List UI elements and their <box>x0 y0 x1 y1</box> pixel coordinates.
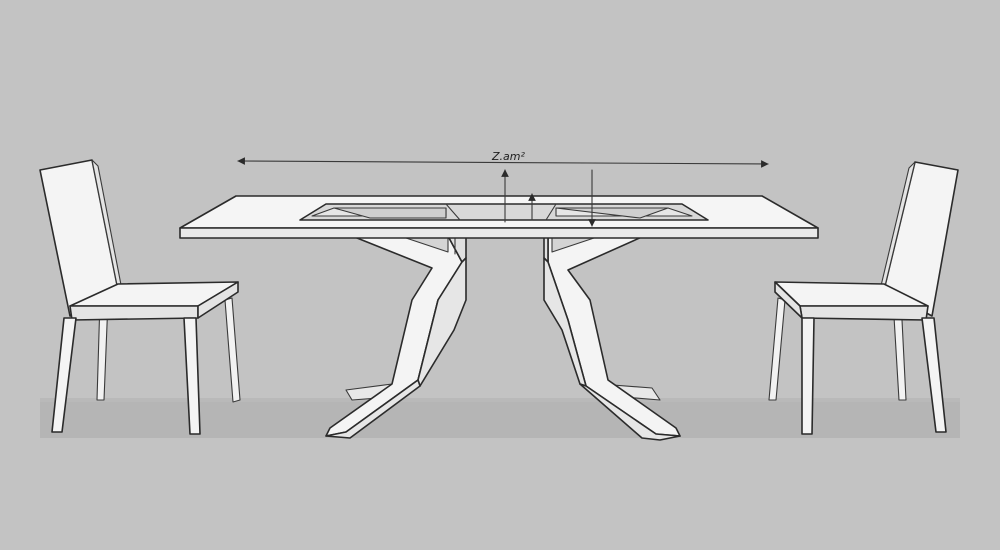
glass-left-bevel <box>333 207 447 219</box>
glass-insert <box>299 203 709 221</box>
right-chair <box>768 161 959 435</box>
left-chair-front-left-leg <box>51 317 77 433</box>
right-chair-front-right-leg <box>921 317 947 433</box>
right-foot-side <box>579 383 681 441</box>
glass-right-bevel <box>555 207 669 219</box>
table-top-front-edge <box>179 227 819 239</box>
right-chair-front-left-leg <box>801 317 815 435</box>
left-leg-side <box>417 257 467 387</box>
left-pedestal <box>325 235 467 439</box>
floor-shadow <box>40 398 960 438</box>
left-chair-rear-right-leg <box>224 297 241 403</box>
left-chair-seat-front <box>69 305 199 321</box>
table-top <box>179 195 819 239</box>
right-pedestal <box>543 235 681 441</box>
left-chair <box>39 159 241 435</box>
right-chair-seat-front <box>799 305 929 321</box>
width-dimension-arrow <box>237 157 769 168</box>
dimension-annotations: Z.am² <box>237 150 769 227</box>
width-dimension-label: Z.am² <box>491 150 525 163</box>
left-chair-front-right-leg <box>183 317 201 435</box>
left-foot-side <box>325 379 421 439</box>
table-base <box>325 235 681 441</box>
left-chair-seat-side <box>197 281 239 319</box>
glass-divider-left <box>445 203 461 221</box>
right-chair-rear-left-leg <box>768 297 786 401</box>
glass-divider-right <box>545 203 557 221</box>
